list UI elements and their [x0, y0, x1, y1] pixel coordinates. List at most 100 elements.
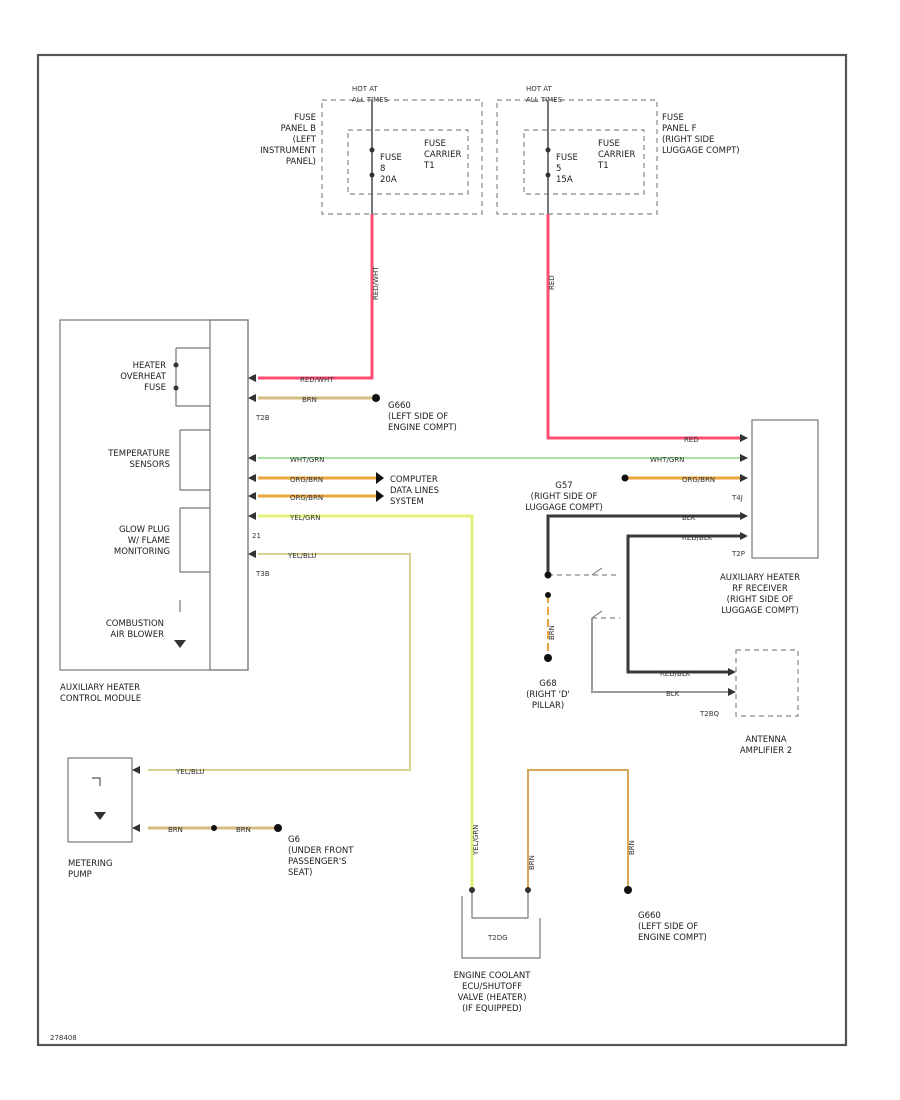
fuse-left-terminal — [369, 172, 375, 178]
receiver-connector-t4j: T4J — [731, 494, 743, 502]
label-line: AUXILIARY HEATER — [60, 683, 140, 693]
label-line: PILLAR) — [532, 701, 564, 711]
antenna-connector-label: T2BQ — [699, 710, 720, 718]
wire-label-brn-coolant: BRN — [528, 855, 536, 870]
label-line: PASSENGER'S — [288, 857, 347, 867]
wire-label-brn: BRN — [302, 396, 317, 404]
label-line: 20A — [380, 175, 397, 185]
wire-label-brn-coolant-2: BRN — [628, 840, 636, 855]
label-line: PANEL F — [662, 124, 697, 134]
switch-contact — [591, 610, 603, 619]
label-line: DATA LINES — [390, 486, 439, 496]
wire-red-blk — [626, 534, 740, 674]
fuse-terminal — [173, 362, 179, 368]
fuse-right-terminal — [545, 172, 551, 178]
label-line: METERING — [68, 859, 113, 869]
splice-point — [211, 825, 217, 831]
wire-blk-antenna — [591, 618, 728, 693]
connector-t2b: T2B — [255, 414, 270, 422]
label-line: FUSE — [144, 383, 166, 393]
label-line: TEMPERATURE — [107, 449, 170, 459]
wire-label-brn-g68: BRN — [548, 625, 556, 640]
wire-label-red-blk-top: RED/BLK — [682, 534, 713, 542]
label-line: G660 — [638, 911, 661, 921]
connector-t3b: T3B — [255, 570, 270, 578]
wire-red — [546, 214, 740, 440]
wire-label-wht-grn-right: WHT/GRN — [650, 456, 684, 464]
label-line: (RIGHT SIDE OF — [727, 595, 794, 605]
temp-sensor-symbol — [179, 429, 210, 491]
label-line: AMPLIFIER 2 — [740, 746, 792, 756]
label-line: 15A — [556, 175, 573, 185]
wire-label-blk-antenna: BLK — [666, 690, 680, 698]
blower-icon — [174, 640, 186, 648]
label-line: ENGINE COMPT) — [388, 423, 457, 433]
label-line: INSTRUMENT — [260, 146, 317, 156]
wire-blk-g57 — [546, 514, 740, 575]
label-line: (RIGHT SIDE — [662, 135, 714, 145]
label-line: G68 — [539, 679, 556, 689]
wire-label-yel-grn-vertical: YEL/GRN — [472, 825, 480, 856]
label-line: G57 — [555, 481, 572, 491]
label-line: PANEL B — [281, 124, 317, 134]
wire-label-yel-blu-pump: YEL/BLU — [175, 768, 204, 776]
label-line: MONITORING — [114, 547, 170, 557]
label-line: 5 — [556, 164, 561, 174]
label-line: FUSE — [598, 139, 620, 149]
label-line: (LEFT SIDE OF — [388, 412, 448, 422]
coolant-valve-connector: T2DG — [487, 934, 508, 942]
label-line: ANTENNA — [745, 735, 786, 745]
label-line: ENGINE COMPT) — [638, 933, 707, 943]
label-line: T1 — [597, 161, 609, 171]
label-line: SEAT) — [288, 868, 312, 878]
ground-g68-label: G68(RIGHT 'D'PILLAR) — [526, 679, 570, 711]
label-line: (RIGHT SIDE OF — [531, 492, 598, 502]
label-line: (IF EQUIPPED) — [462, 1004, 522, 1014]
label-line: FUSE — [380, 153, 402, 163]
label-line: HEATER — [133, 361, 166, 371]
label-line: 8 — [380, 164, 385, 174]
label-line: G6 — [288, 835, 300, 845]
figure-code: 278408 — [50, 1034, 77, 1042]
wire-label-org-brn-1: ORG/BRN — [290, 476, 323, 484]
receiver-connector-t2p: T2P — [731, 550, 745, 558]
wire-label-yel-blu: YEL/BLU — [287, 552, 316, 560]
label-line: SENSORS — [129, 460, 170, 470]
wire-red-wht — [258, 214, 374, 380]
label-line: AUXILIARY HEATER — [720, 573, 800, 583]
label-line: CONTROL MODULE — [60, 694, 141, 704]
fuse-left-terminal — [369, 147, 375, 153]
label-line: GLOW PLUG — [119, 525, 170, 535]
label-line: FUSE — [424, 139, 446, 149]
label-line: G660 — [388, 401, 411, 411]
label-line: CARRIER — [424, 150, 461, 160]
label-line: (RIGHT 'D' — [526, 690, 570, 700]
label-line: ENGINE COOLANT — [454, 971, 532, 981]
label-line: W/ FLAME — [128, 536, 170, 546]
label-line: VALVE (HEATER) — [458, 993, 527, 1003]
label-line: COMPUTER — [390, 475, 438, 485]
label-line: ALL TIMES — [352, 96, 389, 104]
glow-plug-symbol — [179, 507, 210, 573]
wire-label-red: RED — [684, 436, 699, 444]
label-line: FUSE — [556, 153, 578, 163]
wire-yel-blu — [148, 553, 411, 771]
